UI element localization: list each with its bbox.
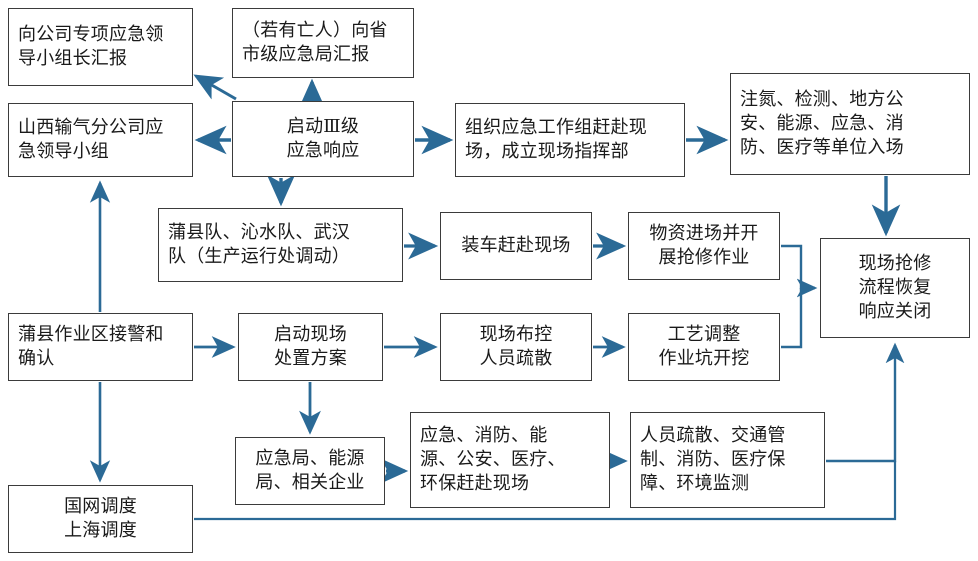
edge-process-adjust-to-site-repair-close — [781, 288, 803, 349]
node-load-vehicles[interactable]: 装车赶赴现场 — [440, 212, 592, 280]
node-label: 注氮、检测、地方公 安、能源、应急、消 防、医疗等单位入场 — [740, 89, 904, 157]
node-teams-dispatch[interactable]: 蒲县队、沁水队、武汉 队（生产运行处调动） — [158, 208, 403, 282]
node-label: 启动Ⅲ级 应急响应 — [286, 116, 360, 160]
node-label: 人员疏散、交通管 制、消防、医疗保 障、环境监测 — [640, 425, 786, 493]
node-label: 蒲县作业区接警和 确认 — [18, 324, 164, 368]
node-bureaus-enterprises[interactable]: 应急局、能源 局、相关企业 — [235, 437, 385, 505]
node-label: 山西输气分公司应 急领导小组 — [18, 117, 164, 161]
node-label: 向公司专项应急领 导小组长汇报 — [18, 24, 164, 68]
node-multi-depts-onsite[interactable]: 应急、消防、能 源、公安、医疗、 环保赶赴现场 — [410, 412, 610, 508]
node-materials-repair[interactable]: 物资进场并开 展抢修作业 — [628, 212, 780, 280]
node-org-workgroup[interactable]: 组织应急工作组赶赴现 场，成立现场指挥部 — [455, 103, 685, 177]
node-site-control[interactable]: 现场布控 人员疏散 — [440, 313, 592, 381]
node-report-provincial[interactable]: （若有亡人）向省 市级应急局汇报 — [232, 8, 414, 78]
node-start-level3[interactable]: 启动Ⅲ级 应急响应 — [232, 101, 414, 177]
node-label: 蒲县队、沁水队、武汉 队（生产运行处调动） — [168, 222, 350, 266]
node-label: 启动现场 处置方案 — [274, 324, 347, 368]
node-site-repair-close[interactable]: 现场抢修 流程恢复 响应关闭 — [820, 238, 970, 338]
node-label: 装车赶赴现场 — [461, 235, 571, 256]
node-report-company-leader[interactable]: 向公司专项应急领 导小组长汇报 — [8, 8, 193, 86]
node-label: 现场抢修 流程恢复 响应关闭 — [858, 253, 932, 321]
node-label: 组织应急工作组赶赴现 场，成立现场指挥部 — [465, 117, 647, 161]
node-start-site-plan[interactable]: 启动现场 处置方案 — [238, 313, 383, 381]
node-label: 工艺调整 作业坑开挖 — [658, 324, 750, 368]
node-grid-dispatch[interactable]: 国网调度 上海调度 — [8, 485, 193, 553]
node-shanxi-group[interactable]: 山西输气分公司应 急领导小组 — [8, 103, 193, 177]
node-label: （若有亡人）向省 市级应急局汇报 — [242, 20, 388, 64]
node-nitrogen-units[interactable]: 注氮、检测、地方公 安、能源、应急、消 防、医疗等单位入场 — [730, 73, 970, 175]
node-label: 应急、消防、能 源、公安、医疗、 环保赶赴现场 — [420, 425, 566, 493]
node-puxian-receive[interactable]: 蒲县作业区接警和 确认 — [8, 313, 193, 381]
node-evacuation-traffic[interactable]: 人员疏散、交通管 制、消防、医疗保 障、环境监测 — [630, 412, 825, 508]
edge-start-level3-to-report-company-leader — [193, 74, 237, 101]
node-label: 现场布控 人员疏散 — [479, 324, 553, 368]
node-label: 应急局、能源 局、相关企业 — [255, 448, 365, 492]
node-label: 物资进场并开 展抢修作业 — [649, 223, 759, 267]
edge-materials-repair-to-site-repair-close — [781, 244, 818, 298]
node-label: 国网调度 上海调度 — [64, 496, 137, 540]
edge-evacuation-traffic-to-site-repair-close — [826, 342, 905, 463]
node-process-adjust[interactable]: 工艺调整 作业坑开挖 — [628, 313, 780, 381]
